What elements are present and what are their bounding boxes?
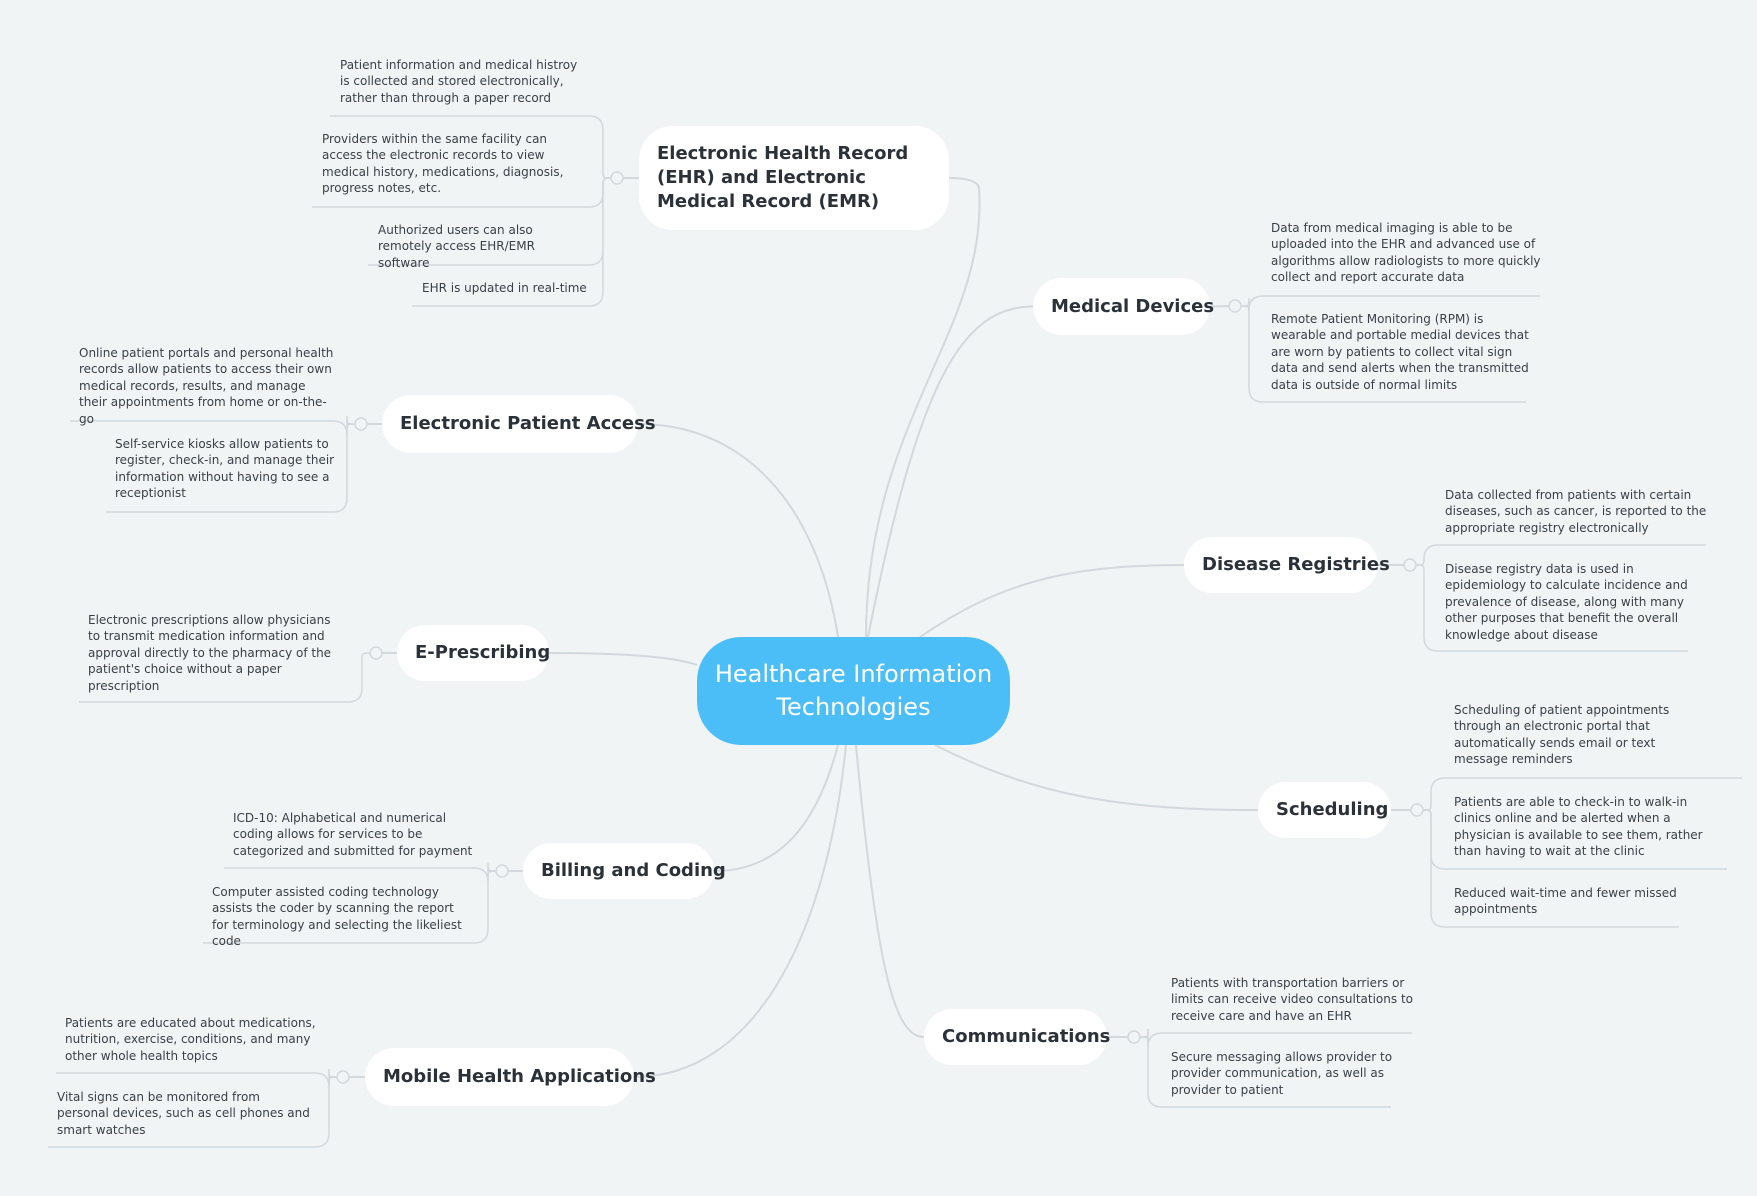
topic-patient-access[interactable]: Electronic Patient Access (382, 395, 656, 453)
subtopic-patient-access-1[interactable]: Online patient portals and personal heal… (79, 346, 334, 426)
connector-line (633, 744, 847, 1078)
connector-line (713, 744, 839, 872)
topic-communications[interactable]: Communications (924, 1009, 1110, 1065)
connector-line (79, 652, 371, 703)
topic-ehr[interactable]: Electronic Health Record (EHR) and Elect… (639, 126, 949, 230)
subtopic-ehr-1[interactable]: Patient information and medical histroy … (340, 58, 578, 105)
subtopic-communications-2[interactable]: Secure messaging allows provider to prov… (1171, 1050, 1393, 1097)
subtopic-registries-1[interactable]: Data collected from patients with certai… (1445, 488, 1707, 535)
topic-mobile[interactable]: Mobile Health Applications (365, 1048, 656, 1106)
subtopic-ehr-2[interactable]: Providers within the same facility can a… (322, 132, 564, 196)
connector-line (919, 564, 1185, 638)
subtopic-scheduling-3[interactable]: Reduced wait-time and fewer missed appoi… (1454, 886, 1677, 917)
subtopic-ehr-3[interactable]: Authorized users can also remotely acces… (378, 223, 535, 270)
topic-registries[interactable]: Disease Registries (1184, 537, 1390, 593)
subtopic-mobile-1[interactable]: Patients are educated about medications,… (65, 1016, 316, 1063)
connector-line (1240, 295, 1540, 311)
connector-line (865, 177, 981, 638)
subtopic-devices-1[interactable]: Data from medical imaging is able to be … (1271, 221, 1541, 285)
central-topic[interactable]: Healthcare Information Technologies (697, 637, 1010, 745)
collapse-toggle-e-prescribing[interactable] (369, 646, 383, 660)
collapse-toggle-scheduling[interactable] (1410, 803, 1424, 817)
collapse-toggle-communications[interactable] (1127, 1030, 1141, 1044)
connector-line (1415, 564, 1688, 652)
subtopic-billing-2[interactable]: Computer assisted coding technology assi… (212, 885, 462, 949)
collapse-toggle-registries[interactable] (1403, 558, 1417, 572)
connector-line (56, 1068, 338, 1088)
subtopic-e-prescribing-1[interactable]: Electronic prescriptions allow physician… (88, 613, 332, 693)
connector-line (106, 423, 356, 513)
connector-line (637, 423, 839, 638)
connector-line (1422, 809, 1679, 928)
connector-line (548, 652, 698, 666)
topic-devices[interactable]: Medical Devices (1033, 278, 1214, 335)
collapse-toggle-ehr[interactable] (610, 171, 624, 185)
subtopic-devices-2[interactable]: Remote Patient Monitoring (RPM) is weara… (1271, 312, 1529, 392)
collapse-toggle-billing[interactable] (495, 864, 509, 878)
subtopic-registries-2[interactable]: Disease registry data is used in epidemi… (1445, 562, 1688, 642)
subtopic-ehr-4[interactable]: EHR is updated in real-time (422, 281, 587, 295)
connector-line (412, 177, 612, 307)
subtopic-scheduling-1[interactable]: Scheduling of patient appointments throu… (1454, 703, 1670, 767)
connector-line (1240, 305, 1526, 403)
subtopic-mobile-2[interactable]: Vital signs can be monitored from person… (57, 1090, 310, 1137)
collapse-toggle-mobile[interactable] (336, 1070, 350, 1084)
collapse-toggle-patient-access[interactable] (354, 417, 368, 431)
topic-billing[interactable]: Billing and Coding (523, 843, 726, 899)
connector-line (934, 744, 1259, 811)
connector-line (224, 862, 497, 883)
subtopic-scheduling-2[interactable]: Patients are able to check-in to walk-in… (1454, 795, 1703, 859)
topic-scheduling[interactable]: Scheduling (1258, 782, 1391, 838)
connector-line (867, 305, 1034, 638)
subtopic-patient-access-2[interactable]: Self-service kiosks allow patients to re… (115, 437, 335, 501)
collapse-toggle-devices[interactable] (1228, 299, 1242, 313)
subtopic-billing-1[interactable]: ICD-10: Alphabetical and numerical codin… (233, 811, 473, 858)
connector-line (1139, 1028, 1412, 1048)
subtopic-communications-1[interactable]: Patients with transportation barriers or… (1171, 976, 1413, 1023)
connector-line (855, 744, 925, 1038)
topic-e-prescribing[interactable]: E-Prescribing (397, 625, 550, 681)
connector-line (1139, 1036, 1391, 1108)
connector-line (203, 870, 497, 944)
connector-line (48, 1076, 338, 1148)
